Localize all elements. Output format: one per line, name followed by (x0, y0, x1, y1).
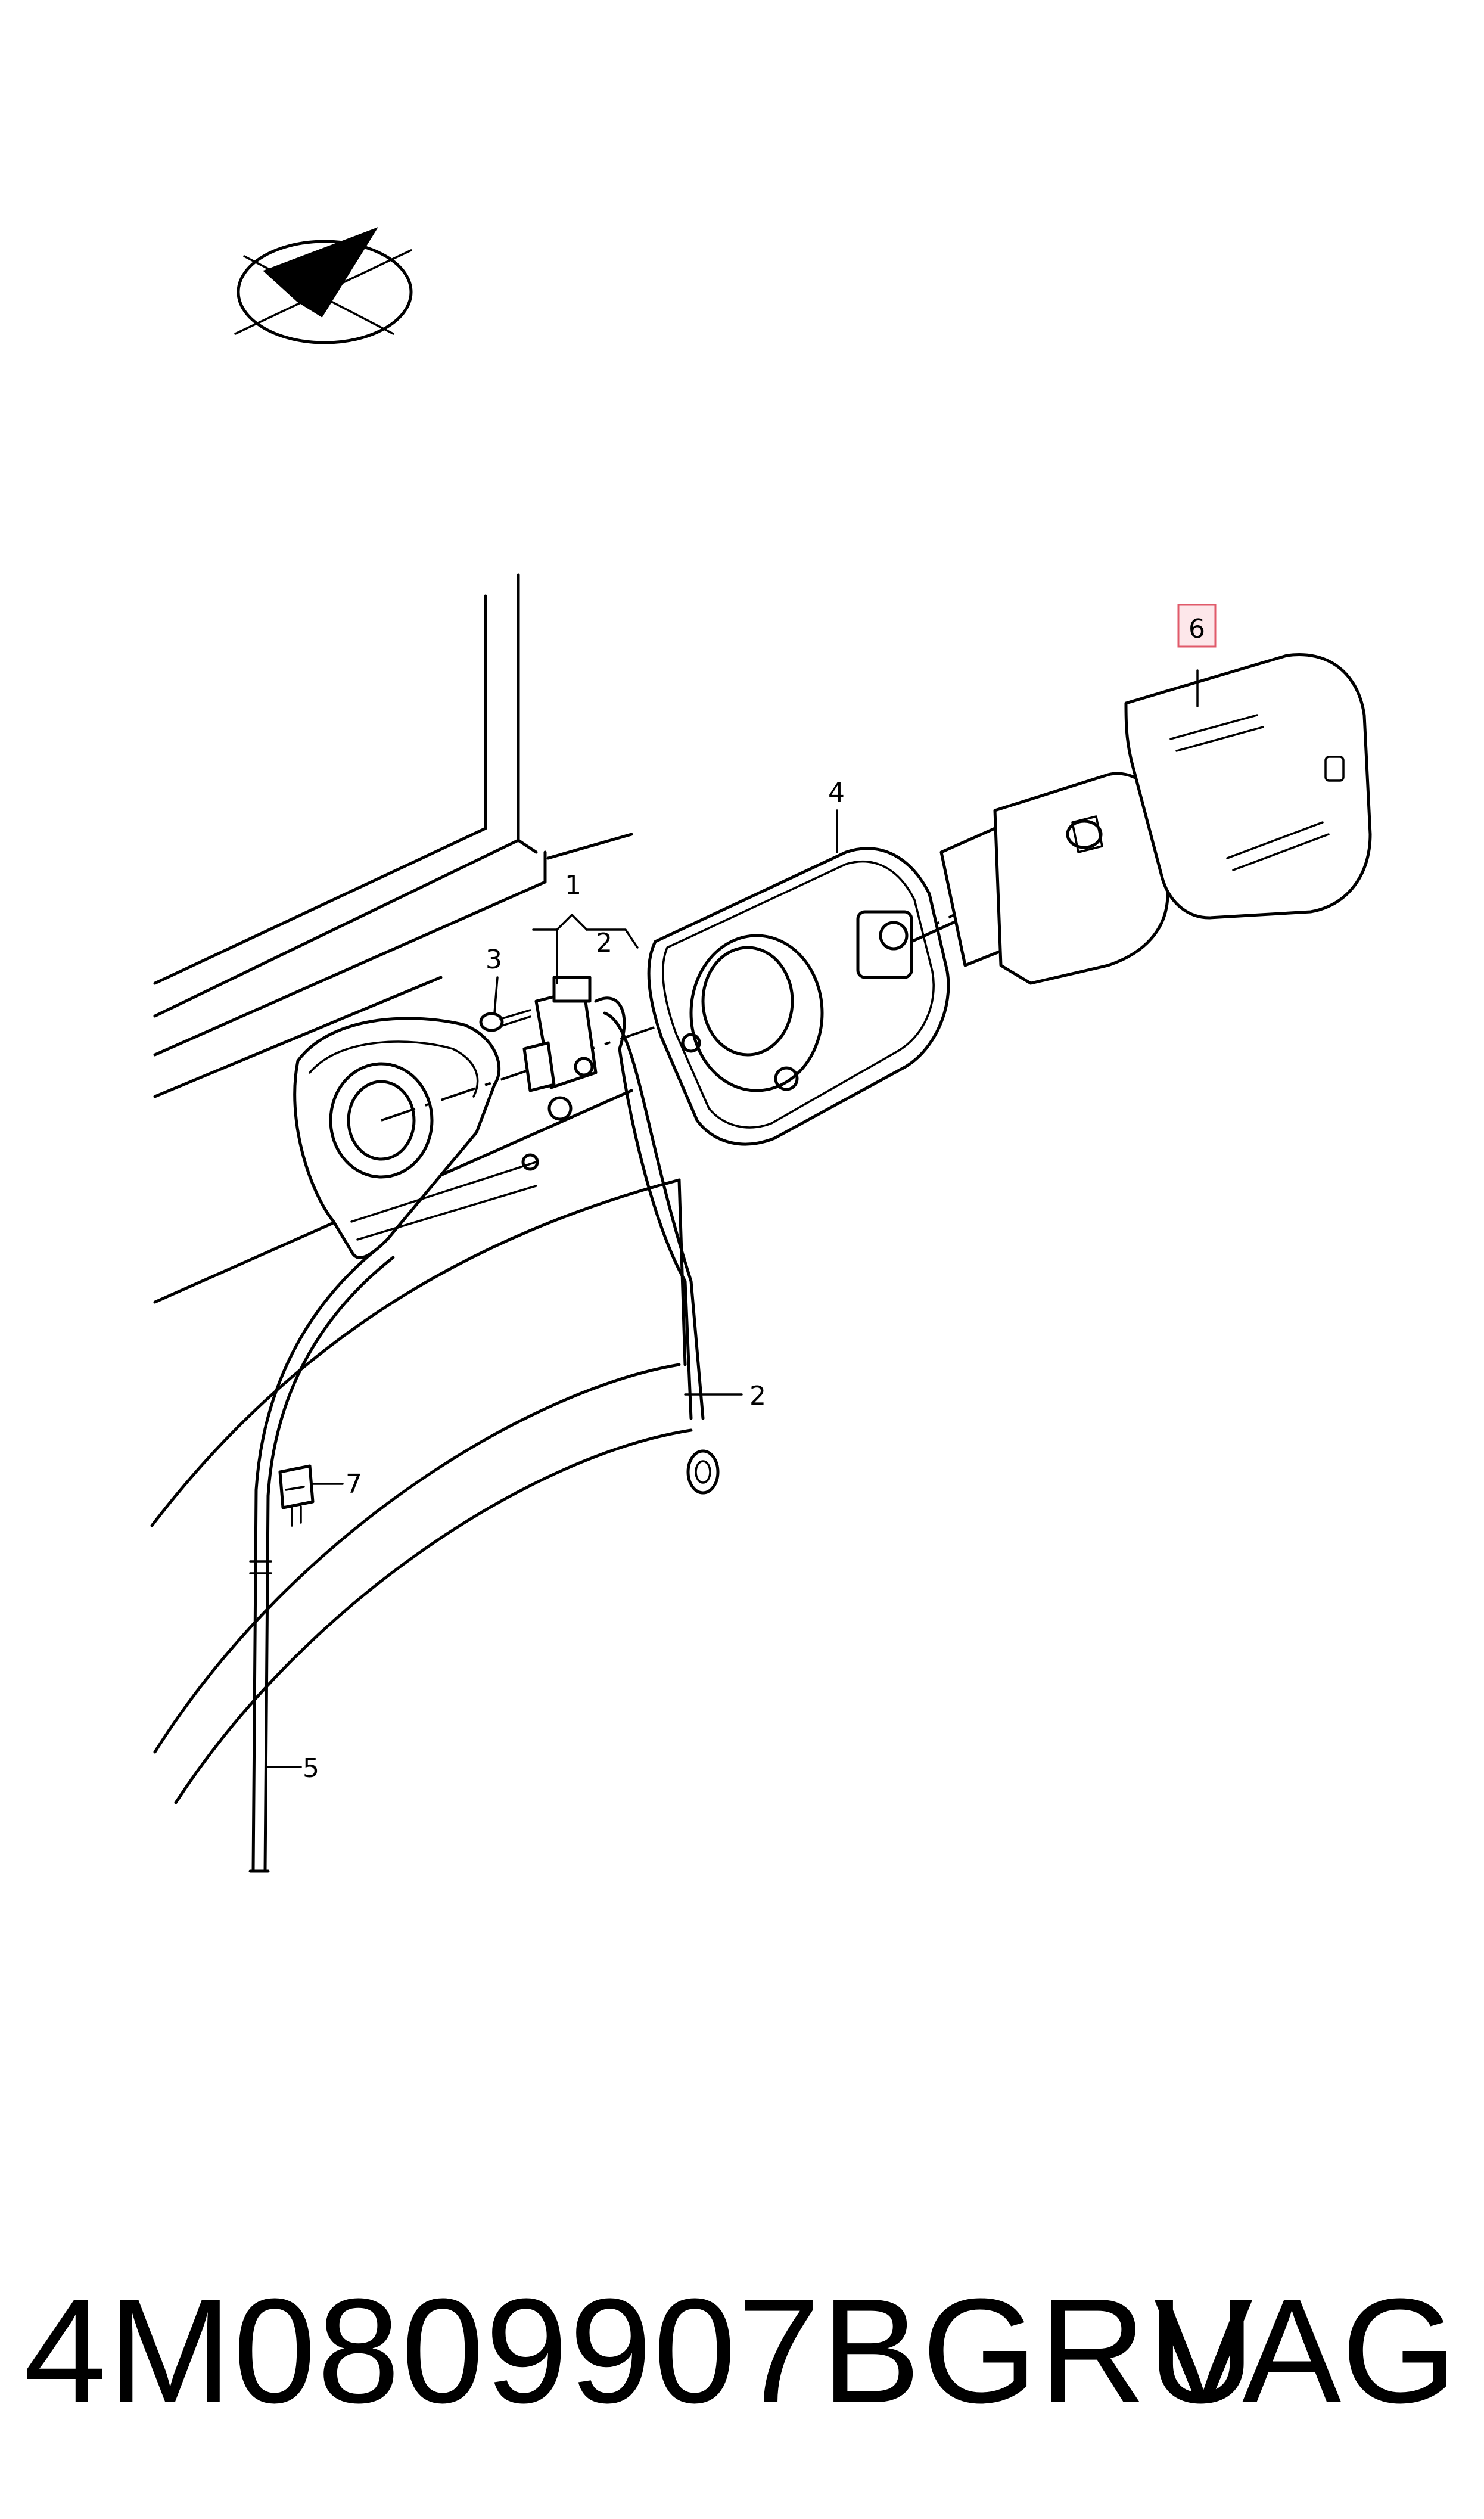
callout-6: 6 (1189, 614, 1205, 644)
callout-5: 5 (303, 1753, 319, 1784)
filler-housing (293, 1017, 539, 1259)
brand-name: VAG (1153, 2268, 1457, 2434)
clip-part (278, 1464, 315, 1527)
callout-2-cable: 2 (749, 1381, 766, 1411)
drain-hose-part (248, 1244, 395, 1873)
actuator-part (522, 976, 720, 1495)
callout-highlight (1177, 604, 1217, 648)
callout-3: 3 (486, 945, 502, 975)
paper-plane-check-logo-icon (234, 227, 413, 344)
callout-4: 4 (828, 778, 845, 808)
leader-lines (267, 669, 1199, 1768)
part-number: 4M0809907BGRU (24, 2268, 1256, 2434)
fuel-lid-cover-part (1124, 653, 1372, 920)
flap-housing-part (647, 847, 979, 1146)
callout-2-actuator: 2 (596, 928, 612, 958)
body-panel (153, 573, 633, 1304)
callout-1: 1 (565, 870, 581, 900)
wheel-arch (150, 1178, 693, 1804)
callout-7: 7 (346, 1469, 362, 1499)
screw-part (479, 1009, 531, 1032)
hinge-arm (939, 772, 1169, 985)
assembly-axis-line (381, 1024, 662, 1122)
